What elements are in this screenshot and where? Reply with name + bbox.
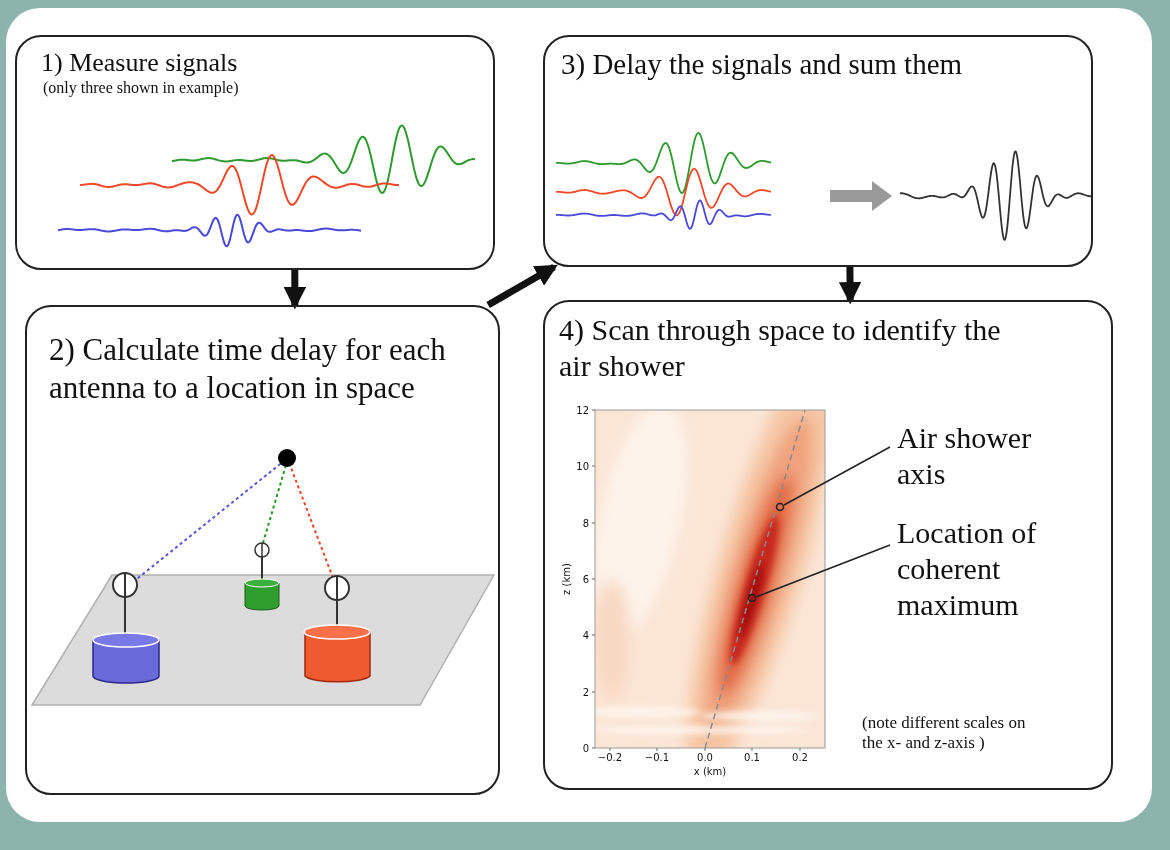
tick-label: 6	[583, 574, 589, 585]
callout-label: Air shower axis	[897, 420, 1075, 492]
step-heading: 4) Scan through space to identify the ai…	[559, 312, 1029, 384]
tick-label: 8	[583, 518, 589, 529]
scan-box: 4) Scan through space to identify the ai…	[543, 300, 1113, 790]
waveforms	[58, 126, 1091, 247]
flow-arrow	[846, 267, 853, 300]
tick-label: 4	[583, 630, 589, 641]
step-heading: 1) Measure signals	[41, 47, 469, 78]
source-point	[278, 449, 296, 467]
sight-lines	[133, 461, 333, 582]
blue-antenna	[93, 573, 159, 683]
white-panel	[6, 8, 1152, 822]
measure-box: 1) Measure signals(only three shown in e…	[15, 35, 495, 270]
delay-box: 2) Calculate time delay for each antenna…	[25, 305, 500, 795]
callout-label: Location of coherent maximum	[897, 515, 1082, 623]
tick-label: −0.2	[598, 752, 622, 763]
leader-line	[784, 447, 890, 505]
axis-ticks	[592, 410, 800, 751]
red-signal	[80, 155, 399, 214]
note-text: (note different scales on the x- and z-a…	[862, 713, 1048, 754]
shower-axis-line	[705, 410, 805, 748]
green-antenna	[245, 543, 279, 610]
blue-delayed-signal	[556, 200, 771, 228]
step-heading: 2) Calculate time delay for each antenna…	[49, 331, 459, 407]
summed-signal	[900, 151, 1091, 239]
tick-label: 10	[576, 461, 589, 472]
tick-label: 0.0	[697, 752, 713, 763]
plot-frame	[595, 410, 825, 748]
red-delayed-signal	[556, 169, 771, 216]
maximum-marker	[749, 595, 756, 602]
sum-box: 3) Delay the signals and sum them	[543, 35, 1093, 267]
tick-label: 12	[576, 405, 589, 416]
step-note: (only three shown in example)	[43, 78, 469, 97]
axis-marker	[777, 504, 784, 511]
flow-arrow	[291, 270, 298, 305]
axis-title: z (km)	[561, 563, 572, 595]
tick-label: 0	[583, 743, 589, 754]
tick-label: −0.1	[645, 752, 669, 763]
blue-signal	[58, 215, 361, 247]
tick-label: 2	[583, 687, 589, 698]
heat-map	[595, 410, 825, 748]
tick-label: 0.1	[744, 752, 760, 763]
axis-title: x (km)	[694, 766, 726, 777]
leader-line	[756, 545, 890, 597]
ground-plane	[32, 575, 494, 705]
step-heading: 3) Delay the signals and sum them	[561, 47, 1075, 82]
red-antenna	[304, 576, 370, 682]
tick-label: 0.2	[792, 752, 808, 763]
sum-arrow	[830, 181, 892, 211]
flow-arrow	[488, 267, 554, 305]
